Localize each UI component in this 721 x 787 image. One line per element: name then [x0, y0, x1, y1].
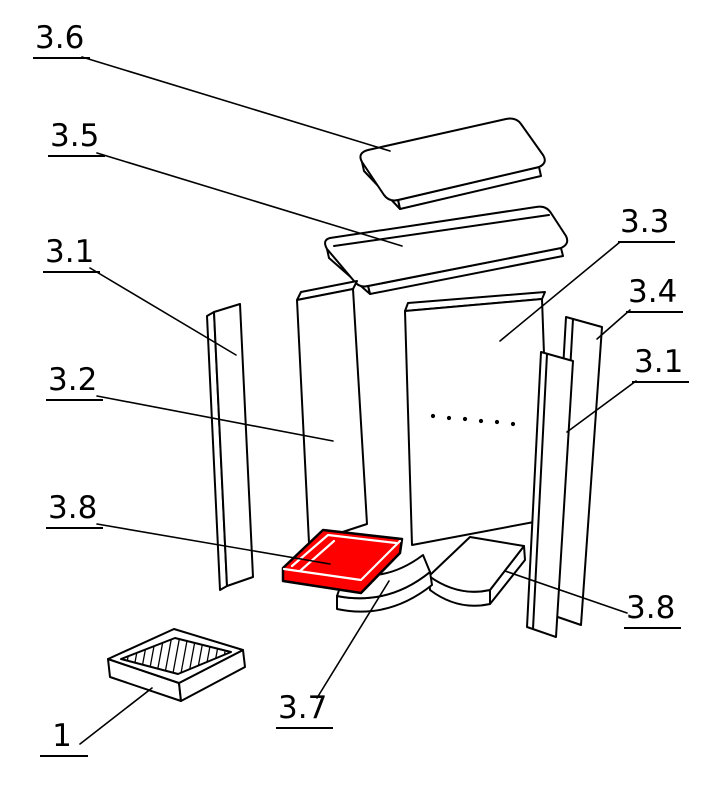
label-3-5: 3.5: [48, 120, 106, 157]
part-3-5-baffle-plate: [324, 205, 569, 295]
part-3-8-left-fold-lines: [282, 533, 402, 582]
leader-1: [79, 687, 153, 745]
label-3-2: 3.2: [46, 364, 104, 401]
leader-3-5: [96, 152, 403, 247]
part-3-3-back-panel: [404, 291, 551, 546]
leader-3-3: [499, 241, 621, 342]
part-3-8-left-highlighted-plate: [281, 528, 404, 595]
label-1: 1: [40, 720, 88, 757]
part-3-1-left-strip: [206, 303, 254, 591]
leader-3-4: [596, 309, 631, 340]
part-3-8-left-silhouette: [281, 528, 404, 595]
part-3-1-left-front-face: [213, 303, 254, 587]
part-3-6-top-plate: [359, 117, 546, 210]
part-3-1-right-strip: [526, 351, 574, 638]
label-3-1-right: 3.1: [632, 346, 690, 383]
part-3-6-top-face: [359, 117, 546, 202]
part-1-ash-pan: [107, 628, 246, 702]
part-3-1-right-front-face: [526, 351, 574, 638]
leader-3-2: [96, 395, 334, 442]
label-3-1-left: 3.1: [43, 236, 101, 273]
leader-3-1-left: [89, 267, 237, 356]
label-3-8-right: 3.8: [624, 592, 682, 629]
part-3-2-front-face: [296, 288, 368, 544]
label-3-6: 3.6: [33, 22, 91, 59]
leader-lines: [79, 56, 637, 745]
part-3-8-right-bottom-plate: [428, 536, 526, 607]
label-3-7: 3.7: [276, 692, 334, 729]
leader-3-8-right: [504, 570, 628, 614]
part-3-5-top-face: [324, 205, 569, 288]
label-3-8-left: 3.8: [46, 492, 104, 529]
part-3-5-fold-line: [333, 214, 550, 247]
part-3-3-vent-dots: [430, 413, 516, 427]
leader-3-1-right: [566, 380, 637, 433]
label-3-3: 3.3: [618, 206, 676, 243]
leader-3-8-left: [96, 523, 331, 565]
label-3-4: 3.4: [626, 276, 684, 313]
part-3-2-side-panel: [296, 280, 368, 544]
leader-3-7: [316, 580, 390, 699]
part-3-8-right-top-face: [428, 536, 525, 593]
part-3-3-front-face: [404, 298, 551, 546]
part-3-1-right-edge-line: [532, 353, 548, 630]
leader-3-6: [81, 56, 391, 152]
